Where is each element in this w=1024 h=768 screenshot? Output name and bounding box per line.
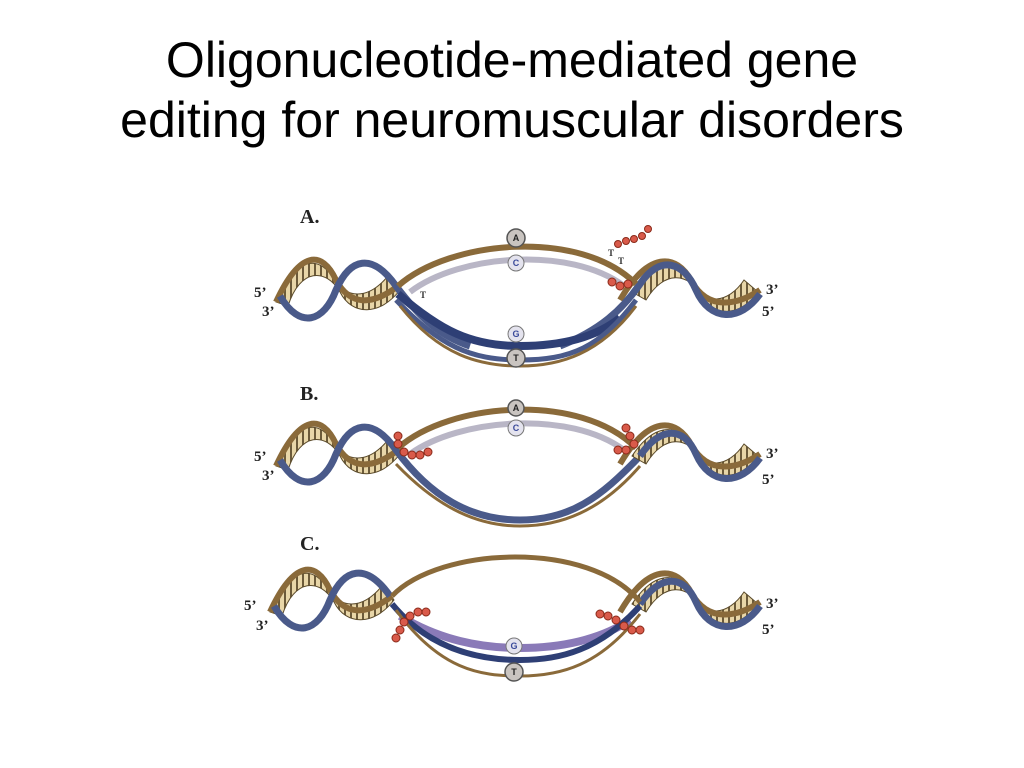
panel-b-label: B.	[300, 383, 318, 405]
panel-b-left-helix	[273, 420, 643, 524]
svg-text:G: G	[512, 329, 519, 339]
panel-a-label: A.	[300, 206, 319, 228]
panel-a-right-helix	[558, 258, 763, 350]
title-line-1: Oligonucleotide-mediated gene	[165, 32, 859, 88]
svg-text:A: A	[513, 403, 520, 413]
svg-text:G: G	[510, 641, 517, 651]
panel-c-left-bottom-end: 3’	[256, 618, 269, 634]
panel-c-label: C.	[300, 533, 319, 555]
title-line-2: editing for neuromuscular disorders	[120, 92, 904, 148]
panel-c-oligo-beads	[391, 607, 645, 643]
panel-b-base-c: C	[507, 419, 525, 437]
panel-c-left-helix	[267, 566, 395, 632]
panel-b-right-helix	[617, 422, 763, 482]
panel-a-oligo-beads	[607, 225, 652, 291]
panel-b-left-bottom-end: 3’	[262, 468, 275, 484]
panel-b: B. A C	[254, 383, 779, 528]
panel-a-right-bottom-end: 5’	[762, 304, 775, 320]
panel-c-bottom-strand	[389, 602, 643, 664]
panel-a: A. A	[254, 206, 779, 368]
panel-c-left-top-end: 5’	[244, 598, 257, 614]
panel-c-right-bottom-end: 5’	[762, 622, 775, 638]
slide-title: Oligonucleotide-mediated gene editing fo…	[0, 30, 1024, 150]
panel-b-oligo-beads	[393, 423, 639, 460]
panel-c-right-top-end: 3’	[766, 596, 779, 612]
svg-text:A: A	[513, 233, 520, 243]
svg-text:C: C	[513, 258, 520, 268]
panel-a-left-top-end: 5’	[254, 285, 267, 301]
panel-c-top-strand	[390, 554, 642, 604]
svg-text:T: T	[511, 667, 517, 677]
panel-b-left-top-end: 5’	[254, 449, 267, 465]
panel-c-base-g: G	[505, 637, 523, 655]
panel-a-left-helix	[273, 256, 472, 350]
panel-b-right-top-end: 3’	[766, 446, 779, 462]
panel-a-right-top-end: 3’	[766, 282, 779, 298]
svg-text:C: C	[513, 423, 520, 433]
svg-text:T: T	[513, 353, 519, 363]
panel-a-base-a: A	[506, 228, 526, 248]
panel-a-base-c: C	[507, 254, 525, 272]
panel-a-navy-strand	[395, 290, 623, 351]
panel-a-thio-mark-2: T	[618, 256, 624, 266]
panel-a-thio-mark-1: T	[608, 248, 614, 258]
panel-a-left-bottom-end: 3’	[262, 304, 275, 320]
panel-a-base-g: G	[507, 325, 525, 343]
panel-b-base-a: A	[507, 399, 525, 417]
panel-c: C. G T	[244, 533, 779, 682]
panel-c-base-t: T	[504, 662, 524, 682]
panel-b-bottom-tan-strand	[394, 462, 642, 528]
panel-b-right-bottom-end: 5’	[762, 472, 775, 488]
panel-c-right-helix	[617, 570, 763, 630]
panel-a-thio-mark-3: T	[420, 290, 426, 300]
panel-a-base-t: T	[506, 348, 526, 368]
